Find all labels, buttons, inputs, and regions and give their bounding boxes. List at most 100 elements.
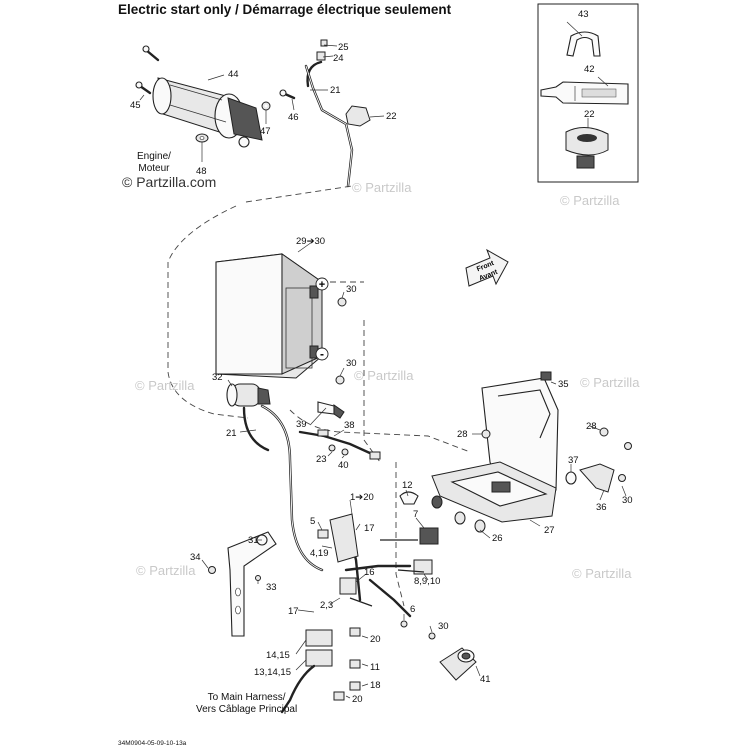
callout-13-14-15: 13,14,15 [254,667,291,678]
part-22-grommet [565,127,609,169]
part-30-nut-b [335,375,345,385]
watermark-text-2: © Partzilla [560,193,620,208]
part-11-connector [349,659,361,669]
part-46-bolt [279,89,296,100]
callout-29-30: 29➔30 [296,236,325,247]
cable-21-upper [304,64,354,188]
callout-41: 41 [480,674,491,685]
callout-11: 11 [370,662,380,673]
callout-22: 22 [386,111,397,122]
part-13-fuse-block [305,649,333,667]
harness-note-line2: Vers Câblage Principal [196,704,298,715]
callout-31: 31 [248,535,259,546]
callout-30-b: 30 [346,358,357,369]
part-41-socket [439,647,477,681]
watermark-text-1: © Partzilla [352,180,412,195]
part-33-nut [255,575,261,581]
callout-16: 16 [364,567,375,578]
leader-lines [139,21,627,699]
part-42-tube [540,81,629,105]
callout-37: 37 [568,455,579,466]
part-27-battery-support [431,377,559,523]
part-36-bracket [579,463,626,493]
callout-20-b: 20 [352,694,363,705]
part-34-bolt [208,566,216,574]
part-48-washer [195,133,209,143]
callout-46: 46 [288,112,299,123]
part-44-starter-motor [152,77,263,148]
callout-39: 39 [296,419,307,430]
part-6-terminal [400,620,408,628]
harness-note: To Main Harness/ Vers Câblage Principal [196,692,297,716]
callout-32: 32 [212,372,223,383]
callout-6: 6 [410,604,415,615]
part-5-plug [317,529,329,539]
part-20-connector-a [349,627,361,637]
part-30-bolt-c [624,442,632,450]
part-30-nut-a [337,297,347,307]
callout-33: 33 [266,582,277,593]
front-direction-arrow [465,248,509,287]
part-29-battery [215,253,323,379]
diagram-reference-code: 34M0904-05-09-10-13a [118,740,187,747]
cable-38 [298,429,381,460]
callout-34: 34 [190,552,201,563]
battery-positive-symbol: + [319,279,325,291]
callout-24: 24 [333,53,344,64]
callout-1-20: 1➔20 [350,492,374,503]
callout-30-d: 30 [438,621,449,632]
callout-38: 38 [344,420,355,431]
part-14-fuse-block [305,629,333,647]
watermark-text-4: © Partzilla [354,368,414,383]
harness-outline [167,185,353,419]
callout-17-a: 17 [364,523,375,534]
callout-27: 27 [544,525,555,536]
callout-8-9-10: 8,9,10 [414,576,440,587]
callout-44: 44 [228,69,239,80]
negative-symbol-circle [315,347,329,361]
battery-negative-symbol: - [320,347,324,361]
part-23-bolt [328,444,336,452]
callout-5: 5 [310,516,315,527]
callout-48: 48 [196,166,207,177]
inset-frame [537,3,639,183]
callout-23: 23 [316,454,327,465]
watermark-text-7: © Partzilla [572,566,632,581]
callout-35: 35 [558,379,569,390]
callout-21-lower: 21 [226,428,237,439]
part-43-clip [566,31,601,57]
watermark-text-5: © Partzilla [580,375,640,390]
part-40-nut [341,448,349,456]
callout-12: 12 [402,480,413,491]
watermark-text-3: © Partzilla [135,378,195,393]
watermark-main: © Partzilla.com [122,174,217,190]
part-32-solenoid [226,383,271,407]
part-47-nut [261,101,271,111]
part-20-connector-b [333,691,345,701]
positive-symbol-circle [315,277,329,291]
part-12-clip [399,491,419,505]
callout-2-3: 2,3 [320,600,333,611]
callout-28-b: 28 [586,421,597,432]
callout-20-a: 20 [370,634,381,645]
part-16-connector [339,577,357,595]
part-28-bolt-b [599,427,609,437]
part-24-25-terminal [306,39,328,88]
callout-42: 42 [584,64,595,75]
harness-to-main [280,664,316,714]
callout-14-15: 14,15 [266,650,290,661]
part-45-bolts [135,45,160,95]
callout-47: 47 [260,126,271,137]
engine-note-line1: Engine/ [137,151,171,162]
callout-21-upper: 21 [330,85,341,96]
part-18-connector [349,681,361,691]
callout-18: 18 [370,680,381,691]
callout-22-inset: 22 [584,109,595,120]
engine-note: Engine/ Moteur [137,151,171,175]
part-8-connector [413,559,433,575]
callout-28-a: 28 [457,429,468,440]
callout-4-19: 4,19 [310,548,329,559]
part-35-nut [540,371,552,381]
